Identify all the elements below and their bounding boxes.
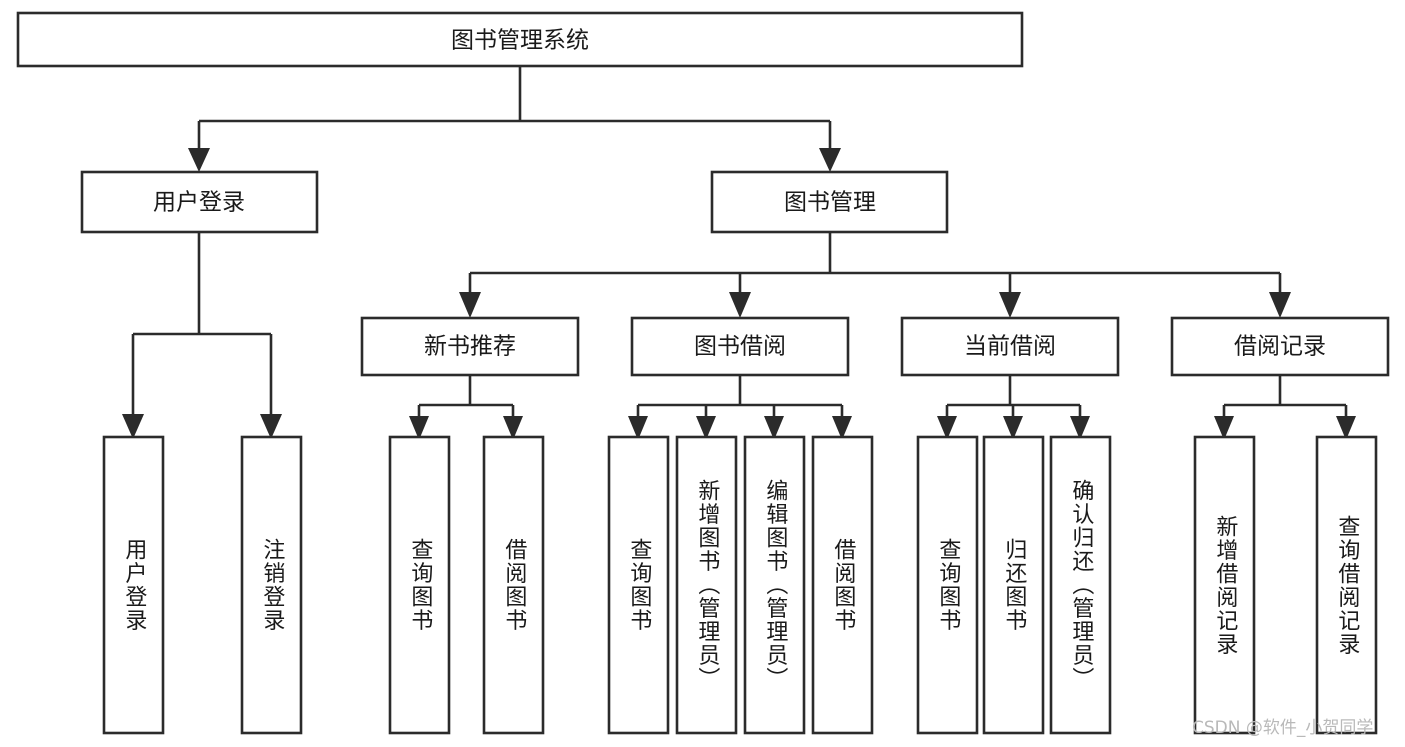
- arrow-head-book-borrow: [729, 292, 751, 318]
- arrow-head-new-book: [459, 292, 481, 318]
- node-book-manage-box[interactable]: [710, 170, 949, 234]
- node-book-manage-label: 图书管理: [784, 190, 876, 216]
- arrow-head-cb-leaf-3: [1070, 416, 1090, 440]
- node-new-book-recommend-box[interactable]: [360, 316, 580, 377]
- leaf-box-bb-edit-book[interactable]: [743, 435, 806, 735]
- leaf-box-cb-return-book[interactable]: [982, 435, 1045, 735]
- node-current-borrow-label: 当前借阅: [964, 334, 1056, 360]
- leaf-box-br-query-record[interactable]: [1315, 435, 1378, 735]
- node-root-label: 图书管理系统: [451, 28, 589, 54]
- node-current-borrow-box[interactable]: [900, 316, 1120, 377]
- leaf-box-br-add-record[interactable]: [1193, 435, 1256, 735]
- node-current-borrow[interactable]: 当前借阅: [900, 316, 1120, 377]
- arrow-head-bb-leaf-1: [628, 416, 648, 440]
- arrow-head-user-login: [188, 148, 210, 172]
- node-user-login-box[interactable]: [80, 170, 319, 234]
- node-book-manage[interactable]: 图书管理: [710, 170, 949, 234]
- node-root-box[interactable]: [16, 11, 1024, 68]
- arrow-head-br-leaf-1: [1214, 416, 1234, 440]
- node-borrow-record[interactable]: 借阅记录: [1170, 316, 1390, 377]
- node-borrow-record-box[interactable]: [1170, 316, 1390, 377]
- arrow-head-current-borrow: [999, 292, 1021, 318]
- node-book-borrow-label: 图书借阅: [694, 334, 786, 360]
- leaf-box-nb-query-book[interactable]: [388, 435, 451, 735]
- leaf-box-cb-query-book[interactable]: [916, 435, 979, 735]
- node-new-book-recommend[interactable]: 新书推荐: [360, 316, 580, 377]
- arrow-head-leaf-user-login: [122, 414, 144, 439]
- node-root[interactable]: 图书管理系统: [16, 11, 1024, 68]
- leaf-box-cb-confirm-return[interactable]: [1049, 435, 1112, 735]
- csdn-watermark: CSDN @软件_小贺同学: [1192, 718, 1374, 738]
- arrow-head-borrow-record: [1269, 292, 1291, 318]
- arrowhead-group: [122, 148, 1356, 440]
- arrow-head-cb-leaf-2: [1003, 416, 1023, 440]
- arrow-head-bb-leaf-3: [764, 416, 784, 440]
- leaf-box-user-login[interactable]: [102, 435, 165, 735]
- node-book-borrow-box[interactable]: [630, 316, 850, 377]
- leaf-box-logout-login[interactable]: [240, 435, 303, 735]
- arrow-head-bb-leaf-2: [696, 416, 716, 440]
- node-book-borrow[interactable]: 图书借阅: [630, 316, 850, 377]
- node-borrow-record-label: 借阅记录: [1234, 334, 1326, 360]
- node-user-login-label: 用户登录: [153, 190, 245, 216]
- arrow-head-nb-leaf-2: [503, 416, 523, 440]
- node-new-book-recommend-label: 新书推荐: [424, 334, 516, 360]
- node-user-login[interactable]: 用户登录: [80, 170, 319, 234]
- leaf-box-nb-borrow-book[interactable]: [482, 435, 545, 735]
- arrow-head-book-manage: [819, 148, 841, 172]
- arrow-head-cb-leaf-1: [937, 416, 957, 440]
- leaf-box-bb-add-book[interactable]: [675, 435, 738, 735]
- arrow-head-br-leaf-2: [1336, 416, 1356, 440]
- arrow-head-bb-leaf-4: [832, 416, 852, 440]
- arrow-head-nb-leaf-1: [409, 416, 429, 440]
- leaf-box-bb-borrow-book[interactable]: [811, 435, 874, 735]
- leaf-box-bb-query-book[interactable]: [607, 435, 670, 735]
- arrow-head-leaf-logout: [260, 414, 282, 439]
